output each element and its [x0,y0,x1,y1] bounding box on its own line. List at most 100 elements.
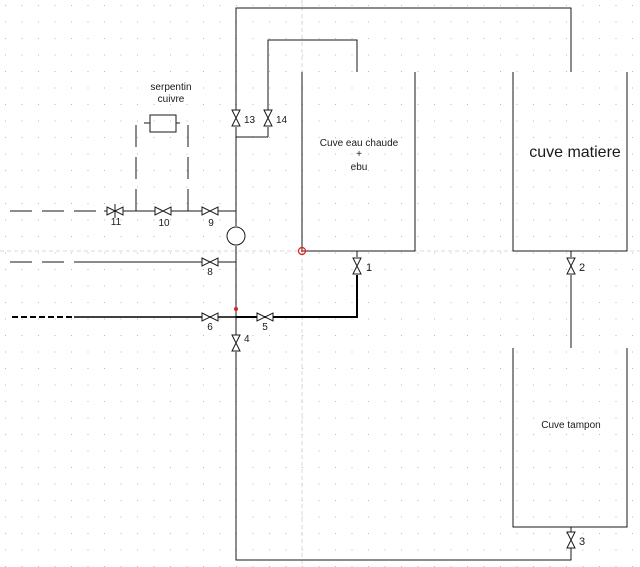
grid-dot [203,186,204,188]
grid-dot [582,5,584,6]
grid-dot [203,549,204,551]
valve-6[interactable] [201,312,219,322]
valve-4[interactable] [231,334,241,352]
grid-dot [87,368,89,369]
tank-tampon[interactable] [512,348,628,528]
grid-dot [318,368,320,369]
grid-dot [384,87,386,89]
grid-dot [318,335,320,336]
grid-dot [104,335,105,336]
grid-dot [38,533,39,534]
grid-dot [5,500,6,501]
valve-14[interactable] [263,109,273,127]
grid-dot [384,203,386,204]
grid-dot [615,335,617,336]
grid-dot [285,434,287,435]
grid-dot [351,351,353,353]
valve-13[interactable] [231,109,241,127]
valve-3[interactable] [566,531,576,549]
grid-dot [186,450,188,452]
grid-dot [252,335,254,336]
grid-dot [269,302,270,303]
valve-10[interactable] [154,206,172,216]
grid-dot [500,549,501,551]
grid-dot [71,335,72,336]
grid-dot [302,5,303,6]
grid-dot [450,71,452,72]
grid-dot [500,137,501,138]
grid-dot [120,269,122,270]
grid-dot [5,318,6,320]
grid-dot [5,516,6,518]
grid-dot [599,434,600,435]
grid-dot [384,285,386,287]
grid-dot [401,533,402,534]
grid-dot [467,137,468,138]
grid-dot [104,236,105,237]
grid-dot [104,450,105,452]
grid-dot [38,120,39,122]
pipe-coil-left [135,122,150,211]
grid-dot [71,54,72,56]
grid-dot [384,384,386,386]
grid-dot [269,252,270,254]
grid-dot [384,252,386,254]
valve-8[interactable] [201,257,219,267]
grid-dot [533,549,534,551]
grid-dot [153,137,155,138]
valve-2[interactable] [566,257,576,275]
grid-dot [566,516,567,518]
grid-dot [582,434,584,435]
grid-dot [153,153,155,155]
coil-box[interactable] [149,114,177,133]
grid-dot [483,434,485,435]
grid-dot [368,186,369,188]
grid-dot [582,335,584,336]
grid-dot [137,384,138,386]
valve-5-label: 5 [262,322,268,333]
grid-dot [153,368,155,369]
grid-dot [153,186,155,188]
grid-dot [549,417,551,419]
grid-dot [632,384,633,386]
grid-dot [384,71,386,72]
grid-dot [500,467,501,468]
grid-dot [483,467,485,468]
valve-5[interactable] [256,312,274,322]
grid-dot [384,38,386,39]
grid-dot [615,71,617,72]
grid-dot [401,401,402,402]
grid-dot [285,516,287,518]
tank-hot-water[interactable] [301,72,416,252]
grid-dot [351,269,353,270]
grid-dot [335,252,336,254]
grid-dot [599,5,600,6]
grid-dot [500,318,501,320]
tank-matiere[interactable] [512,72,628,252]
tank-tampon-label: Cuve tampon [541,420,600,431]
grid-dot [21,351,23,353]
grid-dot [104,516,105,518]
grid-dot [500,351,501,353]
valve-11[interactable] [106,204,124,218]
grid-dot [549,170,551,171]
grid-dot [71,500,72,501]
grid-dot [566,219,567,221]
pump[interactable] [226,226,246,246]
grid-dot [500,38,501,39]
grid-dot [120,500,122,501]
valve-9[interactable] [201,206,219,216]
grid-dot [269,516,270,518]
grid-dot [54,269,56,270]
grid-dot [434,434,435,435]
grid-dot [38,335,39,336]
grid-dot [615,252,617,254]
grid-dot [269,87,270,89]
valve-1[interactable] [352,257,362,275]
grid-dot [533,483,534,485]
grid-dot [632,318,633,320]
grid-dot [533,104,534,105]
grid-dot [467,533,468,534]
grid-dot [368,302,369,303]
grid-dot [269,500,270,501]
